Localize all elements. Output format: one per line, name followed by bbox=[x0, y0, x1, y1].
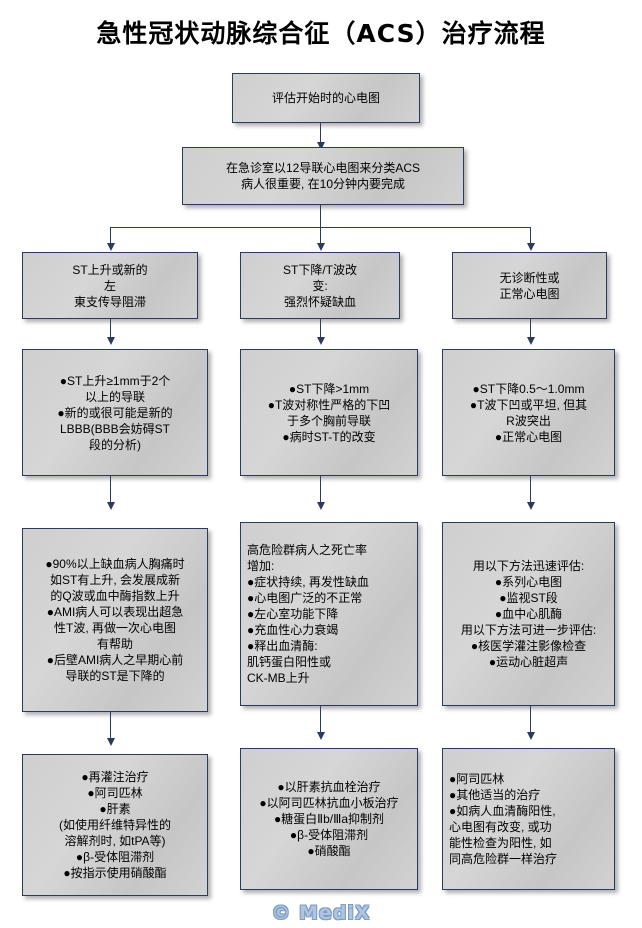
connector-classify3-to-criteria3 bbox=[530, 319, 531, 343]
connector-split-center bbox=[320, 227, 321, 248]
flow-box-start-label: 评估开始时的心电图 bbox=[271, 91, 380, 105]
flow-box-treatment-st-depression-label: ●以肝素抗血栓治疗 ●以阿司匹林抗血小板治疗 ●糖蛋白Ⅱb/Ⅲa抑制剂 ●β-受… bbox=[259, 780, 399, 858]
arrowhead-branch-1 bbox=[107, 243, 115, 251]
arrowhead-treatment-1 bbox=[107, 738, 115, 746]
flow-box-criteria-nondiagnostic[interactable]: ●ST下降0.5～1.0mm ●T波下凹或平坦, 但其 R波突出 ●正常心电图 bbox=[442, 349, 615, 476]
connector-assessment1-to-treatment1 bbox=[110, 712, 111, 744]
flow-box-assessment-st-depression-label: 高危险群病人之死亡率 增加: ●症状持续, 再发性缺血 ●心电图广泛的不正常 ●… bbox=[247, 543, 369, 685]
flow-box-treatment-st-elevation[interactable]: ●再灌注治疗 ●阿司匹林 ●肝素 (如使用纤维特异性的 溶解剂时, 如tPA等)… bbox=[22, 754, 208, 896]
flow-box-treatment-st-elevation-label: ●再灌注治疗 ●阿司匹林 ●肝素 (如使用纤维特异性的 溶解剂时, 如tPA等)… bbox=[59, 770, 171, 880]
arrowhead-branch-3 bbox=[527, 243, 535, 251]
flow-box-classify-st-depression-label: ST下降/T波改 变: 强烈怀疑缺血 bbox=[283, 262, 357, 309]
connector-classify2-to-criteria2 bbox=[320, 319, 321, 343]
arrowhead-criteria-1 bbox=[107, 337, 115, 345]
arrowhead-assessment-2 bbox=[317, 502, 325, 510]
flow-box-assessment-nondiagnostic[interactable]: 用以下方法迅速评估: ●系列心电图 ●监视ST段 ●血中心肌酶 用以下方法可进一… bbox=[442, 522, 615, 706]
flow-box-assessment-st-elevation[interactable]: ●90%以上缺血病人胸痛时 如ST有上升, 会发展成新 的Q波或血中酶指数上升 … bbox=[22, 528, 208, 712]
flow-box-assessment-st-elevation-label: ●90%以上缺血病人胸痛时 如ST有上升, 会发展成新 的Q波或血中酶指数上升 … bbox=[45, 557, 185, 683]
arrowhead-criteria-3 bbox=[527, 337, 535, 345]
flow-box-treatment-nondiagnostic[interactable]: ●阿司匹林 ●其他适当的治疗 ●如病人血清酶阳性, 心电图有改变, 或功 能性检… bbox=[442, 748, 615, 890]
arrowhead-criteria-2 bbox=[317, 337, 325, 345]
flow-box-criteria-st-elevation-label: ●ST上升≥1mm于2个 以上的导联 ●新的或很可能是新的 LBBB(BBB会妨… bbox=[57, 373, 173, 452]
flow-box-criteria-st-depression-label: ●ST下降>1mm ●T波对称性严格的下凹 于多个胸前导联 ●病时ST-T的改变 bbox=[267, 381, 391, 444]
flow-box-classify-nondiagnostic[interactable]: 无诊断性或 正常心电图 bbox=[452, 252, 607, 319]
flow-box-start[interactable]: 评估开始时的心电图 bbox=[232, 73, 420, 123]
arrowhead-assessment-3 bbox=[527, 502, 535, 510]
flow-box-classify-st-elevation[interactable]: ST上升或新的 左 東支传导阻滞 bbox=[22, 252, 198, 319]
arrowhead-assessment-1 bbox=[107, 502, 115, 510]
connector-criteria1-to-assessment1 bbox=[110, 476, 111, 508]
connector-start-to-triage bbox=[320, 123, 321, 148]
flow-box-triage[interactable]: 在急诊室以12导联心电图来分类ACS 病人很重要, 在10分钟内要完成 bbox=[182, 147, 464, 205]
connector-criteria2-to-assessment2 bbox=[320, 476, 321, 508]
flow-box-classify-st-depression[interactable]: ST下降/T波改 变: 强烈怀疑缺血 bbox=[240, 252, 400, 319]
page-title: 急性冠状动脉综合征（ACS）治疗流程 bbox=[96, 19, 546, 48]
flow-box-classify-st-elevation-label: ST上升或新的 左 東支传导阻滞 bbox=[72, 262, 148, 309]
arrowhead-branch-2 bbox=[317, 243, 325, 251]
connector-criteria3-to-assessment3 bbox=[530, 476, 531, 508]
connector-split-right bbox=[530, 227, 531, 248]
connector-assessment2-to-treatment2 bbox=[320, 706, 321, 738]
flow-box-triage-label: 在急诊室以12导联心电图来分类ACS 病人很重要, 在10分钟内要完成 bbox=[225, 161, 421, 191]
arrowhead-treatment-3 bbox=[527, 732, 535, 740]
flow-box-assessment-nondiagnostic-label: 用以下方法迅速评估: ●系列心电图 ●监视ST段 ●血中心肌酶 用以下方法可进一… bbox=[460, 559, 597, 669]
connector-assessment3-to-treatment3 bbox=[530, 706, 531, 738]
flow-box-classify-nondiagnostic-label: 无诊断性或 正常心电图 bbox=[499, 270, 560, 301]
connector-split-left bbox=[110, 227, 111, 248]
flow-box-treatment-st-depression[interactable]: ●以肝素抗血栓治疗 ●以阿司匹林抗血小板治疗 ●糖蛋白Ⅱb/Ⅲa抑制剂 ●β-受… bbox=[240, 748, 418, 890]
arrowhead-start-to-triage bbox=[317, 142, 325, 150]
flow-box-assessment-st-depression[interactable]: 高危险群病人之死亡率 增加: ●症状持续, 再发性缺血 ●心电图广泛的不正常 ●… bbox=[240, 522, 418, 706]
watermark-medix: © MediX bbox=[271, 902, 371, 924]
flow-box-treatment-nondiagnostic-label: ●阿司匹林 ●其他适当的治疗 ●如病人血清酶阳性, 心电图有改变, 或功 能性检… bbox=[449, 772, 558, 866]
flow-box-criteria-st-depression[interactable]: ●ST下降>1mm ●T波对称性严格的下凹 于多个胸前导联 ●病时ST-T的改变 bbox=[240, 349, 418, 476]
flow-box-criteria-st-elevation[interactable]: ●ST上升≥1mm于2个 以上的导联 ●新的或很可能是新的 LBBB(BBB会妨… bbox=[22, 349, 208, 476]
connector-triage-down bbox=[320, 205, 321, 227]
connector-classify1-to-criteria1 bbox=[110, 319, 111, 343]
arrowhead-treatment-2 bbox=[317, 732, 325, 740]
flow-box-criteria-nondiagnostic-label: ●ST下降0.5～1.0mm ●T波下凹或平坦, 但其 R波突出 ●正常心电图 bbox=[469, 381, 588, 444]
